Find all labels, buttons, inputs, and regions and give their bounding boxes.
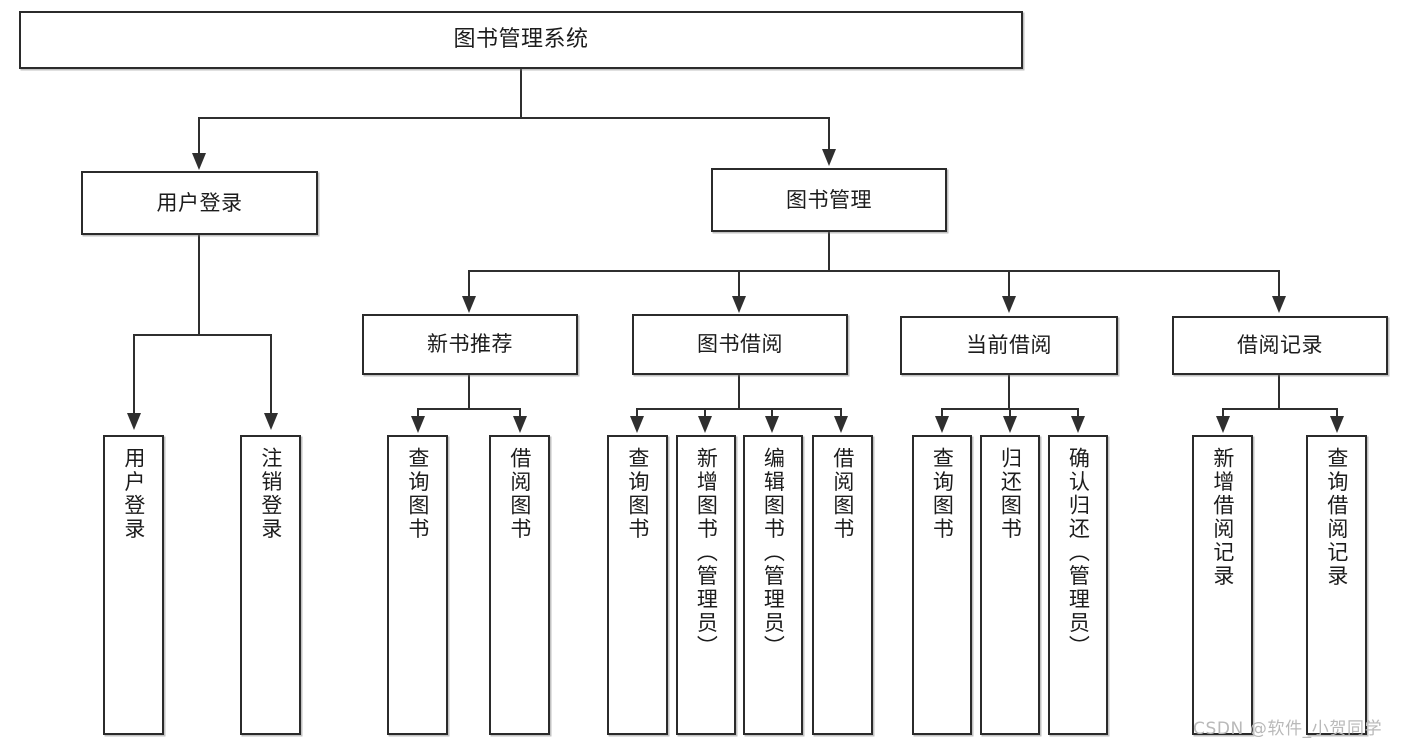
arrow-book-borrow-child-4 (834, 416, 848, 433)
connector-user-login-stem (198, 235, 201, 336)
node-borrowing-records[interactable]: 借阅记录 (1172, 316, 1388, 375)
node-book-borrowing[interactable]: 图书借阅 (632, 314, 848, 375)
leaf-label: 确认归还（管理员） (1066, 447, 1091, 659)
leaf-edit-book-admin[interactable]: 编辑图书（管理员） (743, 435, 803, 735)
connector-root-stem (520, 69, 523, 119)
arrow-book-borrow-child-2 (698, 416, 712, 433)
arrow-new-book-rec-child-1 (411, 416, 425, 433)
arrow-current-borrow-child-1 (935, 416, 949, 433)
arrow-book-borrow-child-3 (765, 416, 779, 433)
node-label: 当前借阅 (966, 333, 1052, 358)
arrow-current-borrow-child-3 (1071, 416, 1085, 433)
leaf-label: 借阅图书 (830, 447, 855, 541)
leaf-logout-login[interactable]: 注销登录 (240, 435, 301, 735)
leaf-label: 查询图书 (405, 447, 430, 541)
connector-book-manage-stem (828, 232, 831, 272)
node-label: 新书推荐 (427, 332, 513, 357)
connector-borrow-record-bus (1222, 408, 1338, 411)
connector-root-bus (198, 117, 830, 120)
connector-new-book-rec-child-2 (519, 408, 522, 418)
connector-current-borrow-stem (1008, 375, 1011, 410)
node-new-book-recommendation[interactable]: 新书推荐 (362, 314, 578, 375)
leaf-confirm-return-admin[interactable]: 确认归还（管理员） (1048, 435, 1108, 735)
connector-borrow-record-child-2 (1336, 408, 1339, 418)
connector-user-login-bus (133, 334, 272, 337)
leaf-label: 查询图书 (930, 447, 955, 541)
node-label: 借阅记录 (1237, 333, 1323, 358)
arrow-to-user-login (192, 153, 206, 170)
leaf-label: 注销登录 (258, 447, 283, 541)
connector-to-user-login (198, 117, 201, 155)
leaf-label: 新增借阅记录 (1210, 447, 1235, 588)
connector-book-borrow-child-4 (840, 408, 843, 418)
arrow-borrow-record-child-2 (1330, 416, 1344, 433)
node-user-login[interactable]: 用户登录 (81, 171, 318, 235)
connector-to-book-borrow (738, 270, 741, 298)
node-root-book-management-system[interactable]: 图书管理系统 (19, 11, 1023, 69)
connector-book-borrow-bus (636, 408, 842, 411)
arrow-book-borrow-child-1 (630, 416, 644, 433)
connector-to-borrow-record (1278, 270, 1281, 298)
leaf-add-book-admin[interactable]: 新增图书（管理员） (676, 435, 736, 735)
connector-to-book-manage (828, 117, 831, 151)
leaf-label: 归还图书 (998, 447, 1023, 541)
leaf-label: 借阅图书 (507, 447, 532, 541)
leaf-user-login[interactable]: 用户登录 (103, 435, 164, 735)
connector-user-login-child-2 (270, 334, 273, 415)
connector-new-book-rec-child-1 (417, 408, 420, 418)
leaf-query-book-new-rec[interactable]: 查询图书 (387, 435, 448, 735)
leaf-query-borrow-record[interactable]: 查询借阅记录 (1306, 435, 1367, 735)
connector-book-borrow-child-2 (704, 408, 707, 418)
arrow-current-borrow-child-2 (1003, 416, 1017, 433)
arrow-to-book-manage (822, 149, 836, 166)
arrow-to-current-borrow (1002, 296, 1016, 313)
arrow-borrow-record-child-1 (1216, 416, 1230, 433)
connector-borrow-record-child-1 (1222, 408, 1225, 418)
connector-level3-bus (468, 270, 1278, 273)
leaf-label: 新增图书（管理员） (694, 447, 719, 659)
arrow-new-book-rec-child-2 (513, 416, 527, 433)
connector-user-login-child-1 (133, 334, 136, 415)
csdn-watermark: CSDN @软件_小贺同学 (1193, 719, 1383, 739)
arrow-user-login-child-1 (127, 413, 141, 430)
node-label: 图书管理系统 (453, 27, 589, 53)
connector-current-borrow-child-2 (1009, 408, 1012, 418)
connector-book-borrow-stem (738, 375, 741, 410)
connector-new-book-rec-bus (417, 408, 521, 411)
node-label: 图书管理 (786, 187, 872, 212)
leaf-query-book-current[interactable]: 查询图书 (912, 435, 972, 735)
connector-current-borrow-child-3 (1077, 408, 1080, 418)
connector-book-borrow-child-3 (771, 408, 774, 418)
connector-current-borrow-child-1 (941, 408, 944, 418)
leaf-query-book-borrow[interactable]: 查询图书 (607, 435, 668, 735)
arrow-to-new-book-rec (462, 296, 476, 313)
connector-to-new-book-rec (468, 270, 471, 298)
arrow-to-book-borrow (732, 296, 746, 313)
node-label: 图书借阅 (697, 332, 783, 357)
leaf-label: 编辑图书（管理员） (761, 447, 786, 659)
leaf-borrow-book-new-rec[interactable]: 借阅图书 (489, 435, 550, 735)
leaf-label: 查询图书 (625, 447, 650, 541)
connector-new-book-rec-stem (468, 375, 471, 410)
connector-borrow-record-stem (1278, 375, 1281, 410)
leaf-label: 查询借阅记录 (1324, 447, 1349, 588)
node-current-borrowing[interactable]: 当前借阅 (900, 316, 1118, 375)
connector-to-current-borrow (1008, 270, 1011, 298)
arrow-to-borrow-record (1272, 296, 1286, 313)
leaf-label: 用户登录 (121, 447, 146, 541)
arrow-user-login-child-2 (264, 413, 278, 430)
node-label: 用户登录 (156, 190, 243, 215)
connector-book-borrow-child-1 (636, 408, 639, 418)
leaf-add-borrow-record[interactable]: 新增借阅记录 (1192, 435, 1253, 735)
leaf-borrow-book-borrow[interactable]: 借阅图书 (812, 435, 873, 735)
node-book-management[interactable]: 图书管理 (711, 168, 947, 232)
leaf-return-book[interactable]: 归还图书 (980, 435, 1040, 735)
